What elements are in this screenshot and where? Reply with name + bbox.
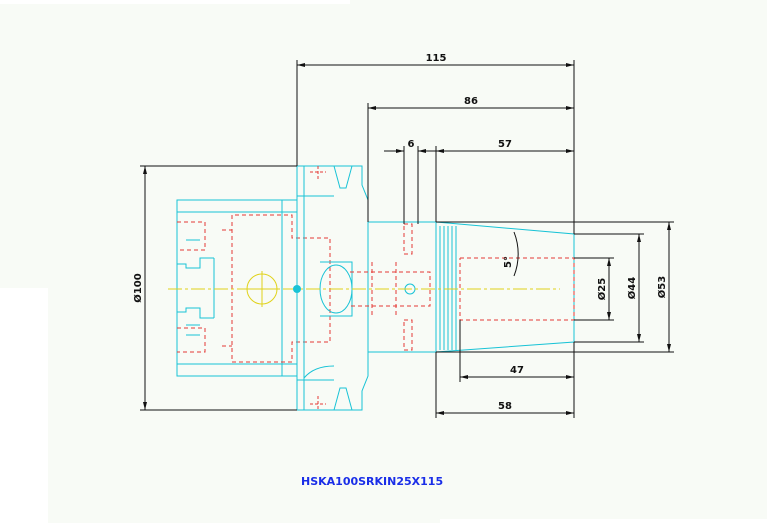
taper-nose	[435, 221, 575, 353]
arrow	[637, 334, 641, 342]
arrow	[607, 312, 611, 320]
hidden-bore-outline	[231, 214, 331, 363]
flange-hidden-marks	[310, 166, 326, 410]
dim-dia53-label: Ø53	[656, 276, 668, 298]
drive-slot-upper	[177, 257, 214, 269]
dim-115-label: 115	[426, 53, 447, 64]
dimension-lines	[140, 60, 674, 418]
left-edge-patch	[0, 288, 48, 523]
arrow	[566, 411, 574, 415]
dim-dia44-label: Ø44	[626, 277, 638, 299]
body-hidden-bore	[350, 223, 575, 351]
arrow	[607, 258, 611, 266]
dim-angle-label: 5°	[503, 256, 514, 268]
arrow	[297, 63, 305, 67]
v-groove-bottom	[333, 387, 353, 411]
shank-hidden-geometry	[177, 214, 331, 363]
arrow	[143, 166, 147, 174]
datum-point	[293, 285, 301, 293]
holder-body	[368, 221, 575, 353]
arrow	[566, 106, 574, 110]
arrow	[667, 344, 671, 352]
dim-58-label: 58	[498, 401, 512, 412]
top-edge-patch	[0, 0, 350, 4]
flange-outline	[296, 165, 369, 411]
dim-57-label: 57	[498, 139, 512, 150]
arrow	[418, 149, 426, 153]
hidden-small-bore	[350, 271, 431, 307]
hidden-pocket-lower	[177, 327, 206, 353]
arrow	[566, 63, 574, 67]
dim-47-label: 47	[510, 365, 524, 376]
v-groove-top	[333, 165, 353, 189]
flange-collar	[296, 165, 369, 411]
dim-dia100-label: Ø100	[132, 273, 144, 302]
arrow	[460, 375, 468, 379]
hidden-screw-upper	[403, 223, 413, 255]
arrow	[436, 149, 444, 153]
angle-arc	[513, 231, 519, 277]
arrow	[436, 411, 444, 415]
dim-6-label: 6	[408, 139, 415, 150]
hidden-pocket-upper	[177, 221, 206, 251]
arrow	[566, 149, 574, 153]
drive-slot-lower	[177, 307, 214, 319]
arrow	[566, 375, 574, 379]
dim-dia25-label: Ø25	[596, 278, 608, 300]
arrow	[396, 149, 404, 153]
part-number-caption: HSKA100SRKIN25X115	[301, 475, 443, 488]
arrow	[667, 222, 671, 230]
arrowheads	[143, 63, 671, 415]
hidden-screw-lower	[403, 319, 413, 351]
dim-86-label: 86	[464, 96, 478, 107]
arrow	[637, 234, 641, 242]
hsk-taper-shank	[176, 199, 298, 377]
flange-fillet	[303, 365, 335, 379]
arrow	[368, 106, 376, 110]
bottom-edge-patch	[440, 519, 767, 523]
arrow	[143, 402, 147, 410]
shank-outline	[176, 199, 298, 377]
